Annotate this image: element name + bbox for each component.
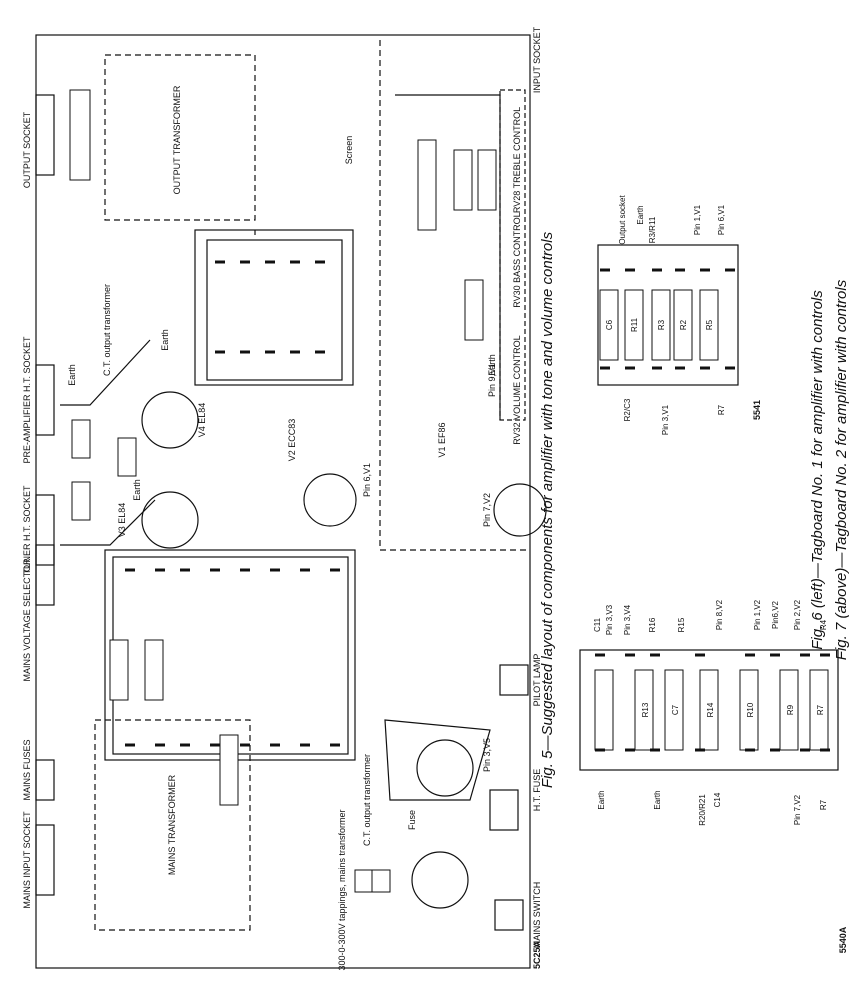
treble-control-label: RV28 TREBLE CONTROL [512, 107, 522, 213]
tappings-label: 300-0-300V tappings, mains transformer [337, 809, 347, 970]
v2-label: V2 ECC83 [287, 419, 297, 462]
v2-valve-base [303, 473, 357, 527]
tb1-bottom-2: R7 [717, 404, 726, 415]
tb1-comp-3: R2 [679, 319, 688, 330]
fig5-caption: Fig. 5—Suggested layout of components fo… [539, 231, 556, 788]
fig7-caption: Fig. 7 (above)—Tagboard No. 2 for amplif… [833, 279, 850, 660]
mains-input-label: MAINS INPUT SOCKET [22, 811, 32, 909]
tb2-top-7: Pin 8,V2 [715, 599, 724, 630]
fig6-caption: Fig. 6 (left)—Tagboard No. 1 for amplifi… [809, 290, 826, 650]
tb1-top-4: Pin 6,V1 [717, 204, 726, 235]
output-transformer-label: OUTPUT TRANSFORMER [172, 85, 182, 194]
v3-valve-base [141, 491, 199, 549]
tb2-top-9: Pin 1,V2 [753, 599, 762, 630]
tuner-ht-label: TUNER H.T. SOCKET [22, 485, 32, 575]
tb2-comp-r14: R14 [706, 702, 715, 717]
tb2-comp-r13: R13 [641, 702, 650, 717]
tb2-top-13: R4 [819, 619, 828, 630]
v4-valve-base [141, 391, 199, 449]
v5-valve-base [411, 851, 469, 909]
earth-label-3: Earth [160, 329, 170, 351]
tb1-top-2: R3/R11 [648, 216, 657, 243]
tb2-comp-r7: R7 [816, 704, 825, 715]
tagboard1-outline [597, 244, 739, 386]
tb1-comp-1: R11 [630, 317, 639, 332]
volume-control-label: RV32 VOLUME CONTROL [512, 335, 522, 444]
screen-label: Screen [344, 136, 354, 165]
fuse-label: Fuse [407, 810, 417, 830]
tb2-bottom-5: R20/R21 [698, 794, 707, 826]
tb2-comp-r10: R10 [746, 702, 755, 717]
bass-control-label: RV30 BASS CONTROL [512, 212, 522, 307]
tagboard2-code: 5540A [838, 926, 848, 953]
tb1-comp-4: R5 [705, 319, 714, 330]
tb2-bottom-0: Earth [597, 790, 606, 809]
output-socket-label: OUTPUT SOCKET [22, 111, 32, 188]
preamp-ht-label: PRE-AMPLIFIER H.T. SOCKET [22, 336, 32, 464]
tb2-comp-c7: C7 [671, 704, 680, 715]
earth-label-2: Earth [132, 479, 142, 501]
tb2-bottom-3: Earth [653, 790, 662, 809]
ht-fuse-label: H.T. FUSE [532, 769, 542, 812]
screen-line [379, 40, 528, 551]
v4-label: V4 EL84 [197, 403, 207, 438]
ct-output-label: C.T. output transformer [102, 284, 112, 376]
tag-strip-lower [104, 549, 356, 761]
v1-label: V1 EF86 [437, 422, 447, 457]
tb2-bottom-6: C14 [713, 792, 722, 807]
v1-valve-base [493, 483, 547, 537]
tb2-bottom-9: Pin 7,V2 [793, 794, 802, 825]
pin6-v1-label: Pin 6,V1 [362, 463, 372, 497]
mains-voltage-selector-label: MAINS VOLTAGE SELECTOR [22, 558, 32, 682]
rectifier-valve-base [416, 739, 474, 797]
tagboard2-outline [579, 649, 839, 771]
tb2-bottom-10: R7 [819, 799, 828, 810]
mains-transformer-label: MAINS TRANSFORMER [167, 774, 177, 875]
pin3-v5-label: Pin 3,V5 [482, 738, 492, 772]
tb2-comp-r9: R9 [786, 704, 795, 715]
earth-label-4: Earth [487, 354, 497, 376]
v3-label: V3 EL84 [117, 503, 127, 538]
tb1-comp-0: C6 [605, 319, 614, 330]
mains-fuses-label: MAINS FUSES [22, 739, 32, 800]
tb1-top-3: Pin 1,V1 [693, 204, 702, 235]
mains-transformer-box [94, 719, 251, 931]
earth-label-1: Earth [67, 364, 77, 386]
tb1-top-0: Output socket [618, 195, 627, 245]
tb1-bottom-1: Pin 3,V1 [661, 404, 670, 435]
ct-output-label-2: C.T. output transformer [362, 754, 372, 846]
pin7-v2-label: Pin 7,V2 [482, 493, 492, 527]
tb2-top-3: Pin 3,V4 [623, 604, 632, 635]
output-transformer-box [104, 54, 256, 221]
tb1-comp-2: R3 [657, 319, 666, 330]
main-code: 5C25A [532, 940, 542, 969]
input-socket-label: INPUT SOCKET [532, 26, 542, 93]
pilot-lamp-label: PILOT LAMP [532, 654, 542, 707]
tb2-top-12: Pin 2,V2 [793, 599, 802, 630]
tb2-top-0: C11 [593, 617, 602, 632]
tagboard1-code: 5541 [752, 400, 762, 420]
mains-switch-label: MAINS SWITCH [532, 882, 542, 949]
pin9-v1-label: Pin 9,V1 [487, 363, 497, 397]
tb1-bottom-0: R2/C3 [623, 398, 632, 421]
fuse-holder-outline [384, 719, 491, 801]
tb2-top-11: Pin6,V2 [771, 600, 780, 629]
tb1-top-1: Earth [636, 205, 645, 224]
tag-strip-upper [194, 229, 354, 386]
tb2-top-1: Pin 3,V3 [605, 604, 614, 635]
tb2-top-5: R16 [648, 617, 657, 632]
tb2-top-6: R15 [677, 617, 686, 632]
